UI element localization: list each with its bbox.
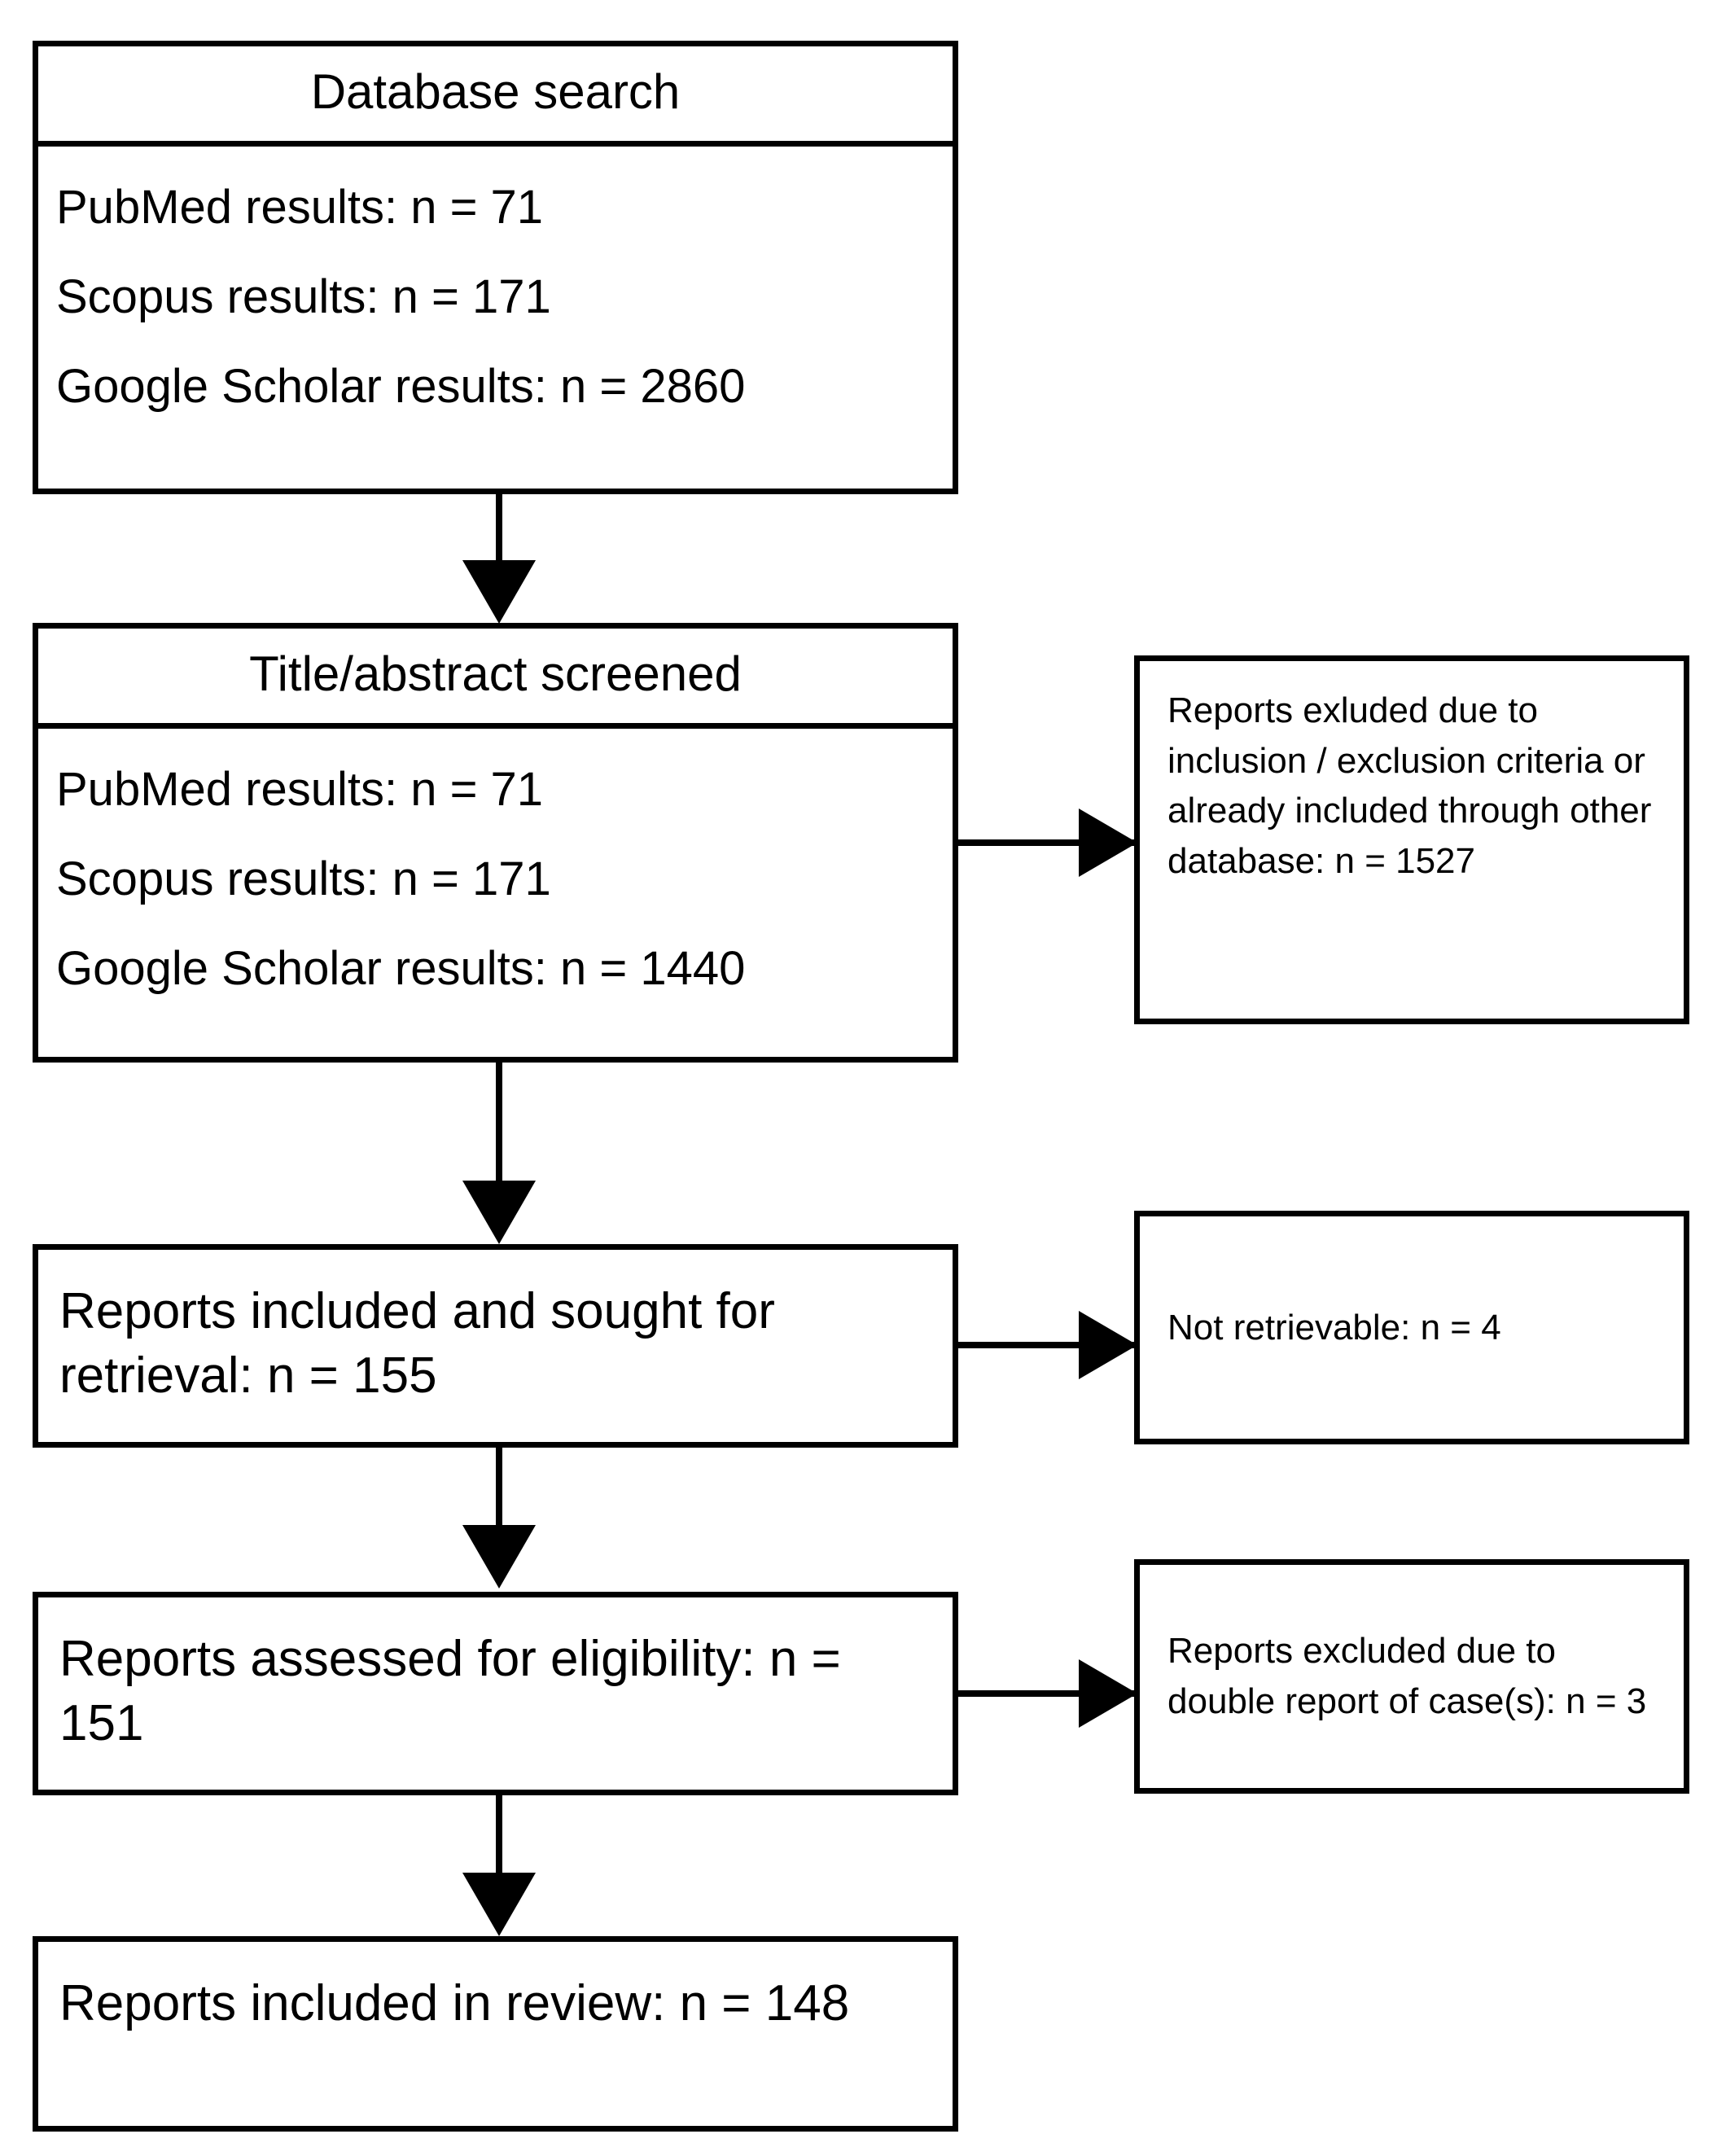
node-title-abstract-screened-body: PubMed results: n = 71 Scopus results: n… — [38, 729, 953, 1022]
node-title-abstract-screened-line-1: Scopus results: n = 171 — [56, 852, 551, 905]
connector-assessed-to-double-arrow — [1079, 1659, 1137, 1728]
connector-search-to-screened-line — [496, 494, 502, 576]
node-reports-sought-text: Reports included and sought for retrieva… — [59, 1283, 775, 1404]
connector-screened-to-sought-arrow — [462, 1181, 536, 1244]
node-database-search-body: PubMed results: n = 71 Scopus results: n… — [38, 147, 953, 440]
node-database-search-line-1: Scopus results: n = 171 — [56, 270, 551, 323]
node-title-abstract-screened-line-0: PubMed results: n = 71 — [56, 763, 544, 816]
connector-sought-to-notretrievable-line — [958, 1342, 1146, 1348]
connector-assessed-to-included-line — [496, 1795, 502, 1881]
node-database-search-line-0: PubMed results: n = 71 — [56, 181, 544, 234]
node-title-abstract-screened-header: Title/abstract screened — [38, 629, 953, 729]
node-database-search-header: Database search — [38, 46, 953, 147]
node-database-search: Database search PubMed results: n = 71 S… — [33, 41, 958, 494]
node-reports-assessed: Reports assessed for eligibility: n = 15… — [33, 1592, 958, 1795]
node-reports-assessed-text: Reports assessed for eligibility: n = 15… — [59, 1631, 841, 1752]
node-excluded-criteria-text: Reports exluded due to inclusion / exclu… — [1167, 690, 1652, 881]
node-reports-included: Reports included in review: n = 148 — [33, 1936, 958, 2132]
node-database-search-line-2: Google Scholar results: n = 2860 — [56, 360, 746, 413]
connector-screened-to-excluded-arrow — [1079, 808, 1137, 877]
connector-assessed-to-included-arrow — [462, 1873, 536, 1936]
node-excluded-criteria: Reports exluded due to inclusion / exclu… — [1134, 655, 1689, 1024]
node-excluded-double-report: Reports excluded due to double report of… — [1134, 1559, 1689, 1794]
node-reports-included-text: Reports included in review: n = 148 — [59, 1975, 850, 2031]
node-reports-sought: Reports included and sought for retrieva… — [33, 1244, 958, 1448]
node-not-retrievable-text: Not retrievable: n = 4 — [1167, 1307, 1501, 1348]
node-not-retrievable: Not retrievable: n = 4 — [1134, 1211, 1689, 1444]
connector-search-to-screened-arrow — [462, 560, 536, 624]
node-title-abstract-screened-line-2: Google Scholar results: n = 1440 — [56, 942, 746, 995]
connector-screened-to-sought-line — [496, 1063, 502, 1185]
node-title-abstract-screened: Title/abstract screened PubMed results: … — [33, 623, 958, 1063]
connector-sought-to-notretrievable-arrow — [1079, 1311, 1137, 1379]
node-excluded-double-report-text: Reports excluded due to double report of… — [1167, 1631, 1647, 1721]
connector-assessed-to-double-line — [958, 1690, 1146, 1697]
connector-sought-to-assessed-arrow — [462, 1525, 536, 1589]
connector-sought-to-assessed-line — [496, 1448, 502, 1529]
connector-screened-to-excluded-line — [958, 839, 1146, 846]
